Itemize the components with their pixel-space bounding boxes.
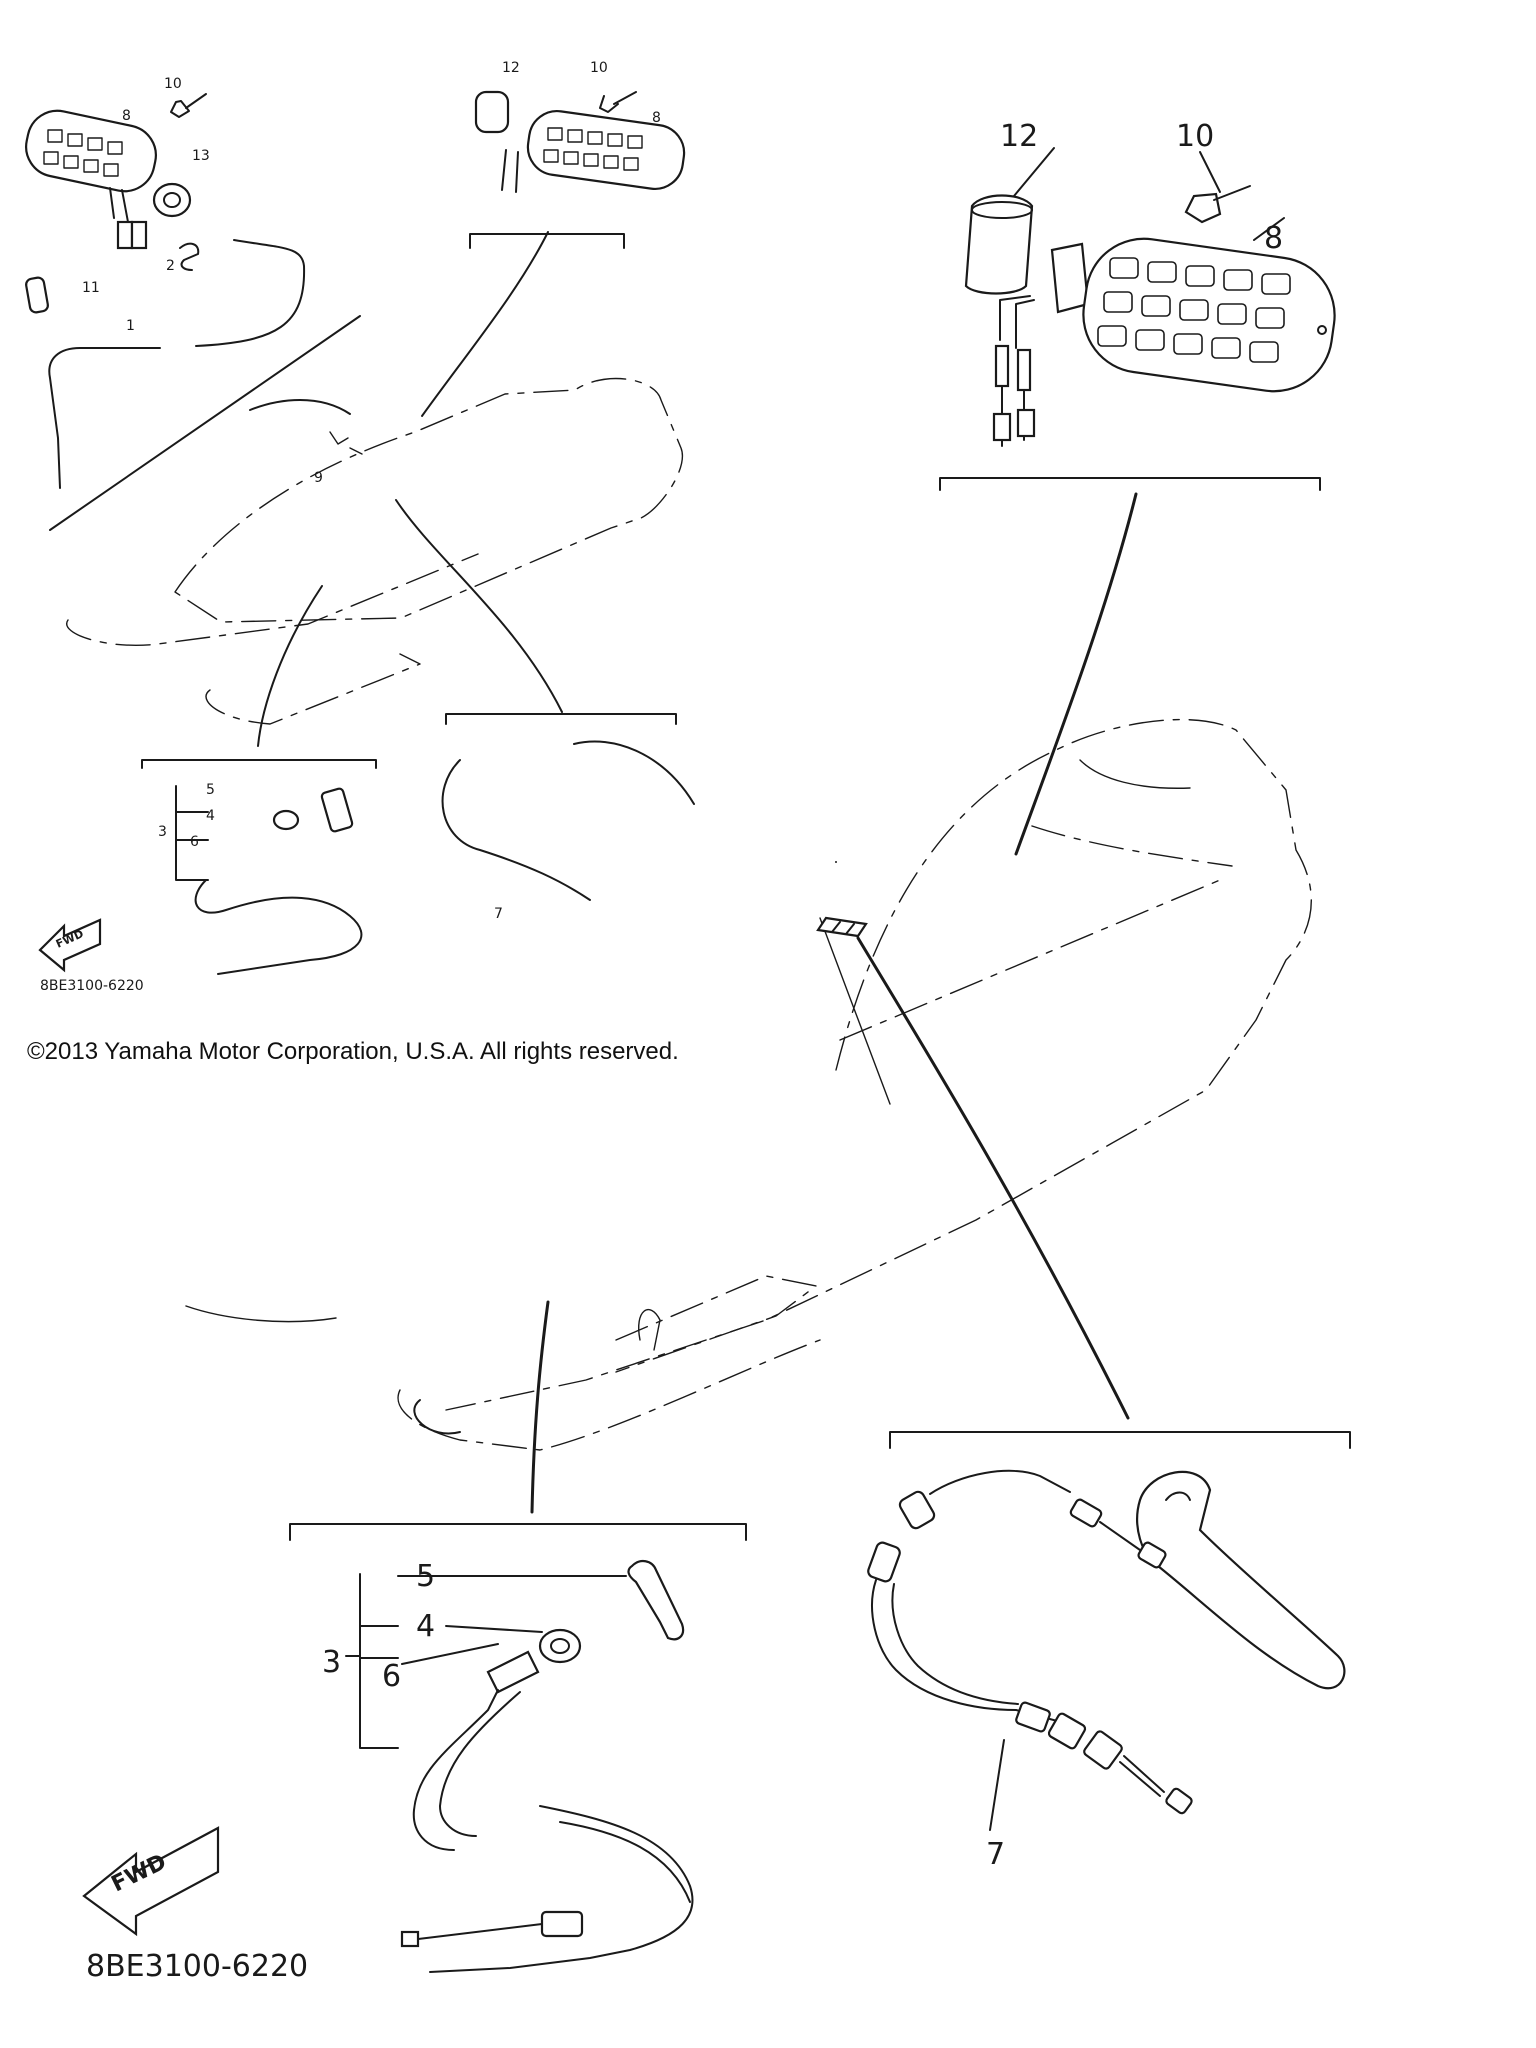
brake-lever-small	[573, 740, 695, 805]
callout-8: 8	[1264, 221, 1283, 256]
callout-12-small: 12	[502, 60, 520, 76]
callout-1-small: 1	[126, 318, 135, 334]
choke-nut	[538, 1628, 582, 1664]
grip-heater-wire	[999, 295, 1035, 349]
choke-cable	[412, 1689, 499, 1851]
right-grip-detail: 12 10 8	[939, 119, 1336, 856]
overview-diagram: FWD 8BE3100-6220 10 8 13 2 11 1 9 12 10 …	[25, 60, 695, 994]
callout-12: 12	[1000, 119, 1038, 154]
choke-cable-detail: 5 4 3 6 FWD 8BE3100-6220	[82, 1523, 747, 1984]
brake-cable-small	[441, 759, 591, 901]
holder-small	[25, 276, 49, 314]
callout-10-small: 10	[164, 76, 182, 92]
fwd-arrow: FWD	[82, 1826, 220, 1937]
callout-2-small: 2	[166, 258, 175, 274]
choke-plunger	[486, 1650, 540, 1694]
throttle-cable-small	[48, 347, 161, 489]
snowmobile-small	[66, 377, 684, 725]
callout-3-small: 3	[158, 824, 167, 840]
screw-small	[170, 93, 207, 118]
callout-9-small: 9	[314, 470, 323, 486]
callout-5-small: 5	[206, 782, 215, 798]
nut-small	[272, 809, 300, 831]
bracket-small	[320, 787, 354, 833]
throttle-cable-small-2	[195, 239, 306, 347]
callout-6-small: 6	[190, 834, 199, 850]
callout-4: 4	[416, 1609, 435, 1644]
right-grip	[1050, 237, 1336, 393]
callout-8-small: 8	[122, 108, 131, 124]
clip-small	[179, 242, 200, 271]
callout-10-top: 10	[1176, 119, 1214, 154]
callout-3: 3	[322, 1645, 341, 1680]
callout-5: 5	[416, 1559, 435, 1594]
copyright-notice: ©2013 Yamaha Motor Corporation, U.S.A. A…	[27, 1038, 679, 1065]
choke-bracket	[627, 1560, 685, 1641]
callout-7-small: 7	[494, 906, 503, 922]
diagram-code-small: 8BE3100-6220	[40, 978, 144, 994]
snowmobile-detail	[185, 718, 1312, 1514]
choke-cable-small	[194, 879, 363, 975]
callout-4-small: 4	[206, 808, 215, 824]
callout-13-small: 13	[192, 148, 210, 164]
diagram-code: 8BE3100-6220	[86, 1949, 308, 1984]
left-grip-small	[25, 109, 157, 250]
callout-11-small: 11	[82, 280, 100, 296]
grip-end-cap	[964, 194, 1034, 295]
callout-10-small-right: 10	[590, 60, 608, 76]
brake-cable	[867, 1469, 1193, 1815]
fwd-arrow-small: FWD	[38, 918, 102, 973]
right-grip-small	[474, 90, 686, 193]
screw-small-right	[599, 91, 637, 113]
grip-end-ring-small	[152, 182, 192, 218]
callout-6: 6	[382, 1659, 401, 1694]
grip-screw	[1184, 185, 1251, 224]
callout-8-small-right: 8	[652, 110, 661, 126]
brake-cable-detail: 7	[867, 1431, 1351, 1872]
brake-lever	[1136, 1470, 1346, 1690]
callout-7: 7	[986, 1837, 1005, 1872]
